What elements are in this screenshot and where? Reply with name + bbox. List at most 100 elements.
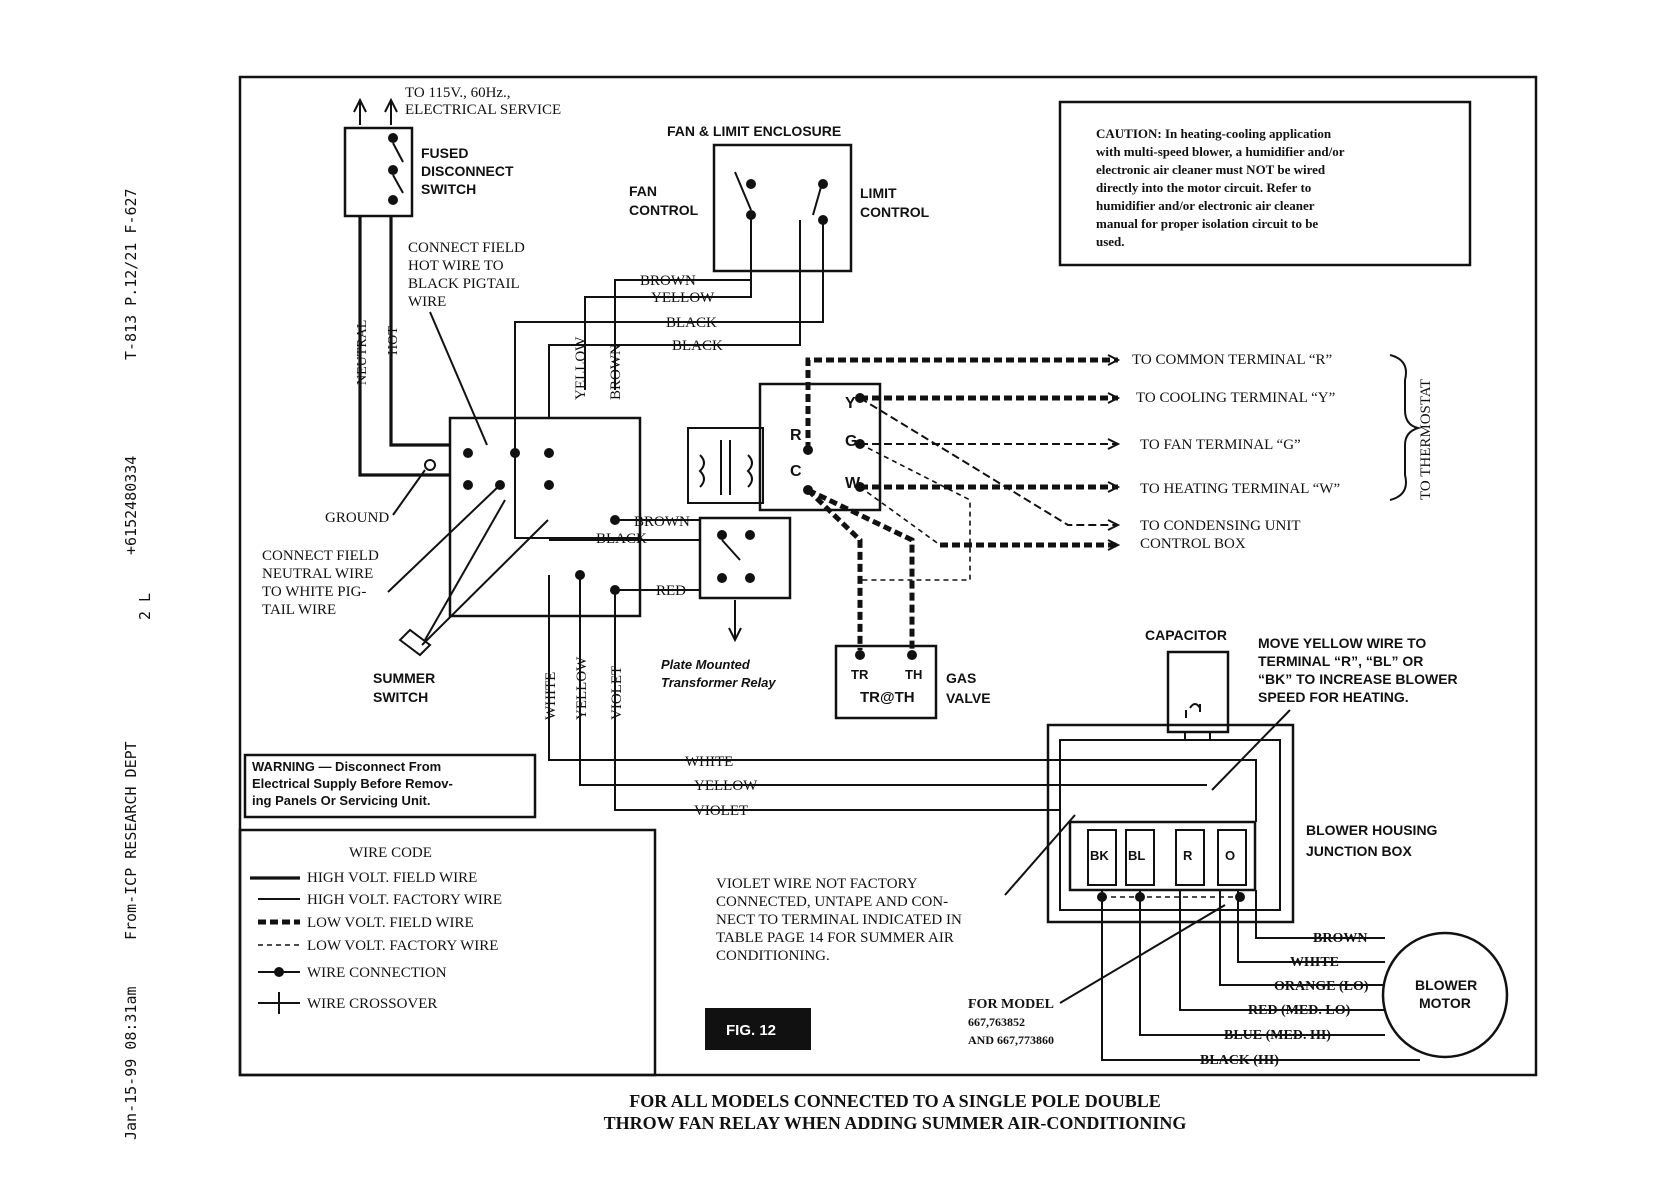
violet-note-line: TABLE PAGE 14 FOR SUMMER AIR <box>716 930 954 946</box>
wire-code-item: WIRE CONNECTION <box>307 965 447 981</box>
fax-mark: 2 L <box>136 593 154 620</box>
motor-lead-label: BROWN <box>1313 931 1367 946</box>
fax-codes: T-813 P.12/21 F-627 <box>122 188 140 360</box>
furnace-junction-box: SUMMER SWITCH <box>373 416 642 705</box>
neutral-label: NEUTRAL <box>355 320 370 385</box>
wire-label-brown: BROWN <box>640 273 696 289</box>
violet-note-line: CONDITIONING. <box>716 948 830 964</box>
wire-label-yellow: YELLOW <box>651 290 715 306</box>
fan-limit-enclosure: FAN & LIMIT ENCLOSURE FAN CONTROL LIMIT … <box>629 123 930 273</box>
wire-label-brown: BROWN <box>634 514 690 530</box>
wire-label-white: WHITE <box>685 754 733 770</box>
gas-valve-label: VALVE <box>946 690 991 706</box>
junction-terminal: R <box>1183 848 1193 863</box>
wire-label-white-vertical: WHITE <box>543 672 559 720</box>
violet-note: VIOLET WIRE NOT FACTORY CONNECTED, UNTAP… <box>716 814 1076 964</box>
limit-control-label: LIMIT <box>860 185 897 201</box>
summer-switch[interactable] <box>398 499 549 657</box>
capacitor-label: CAPACITOR <box>1145 627 1227 643</box>
junction-box-label: BLOWER HOUSING <box>1306 822 1438 838</box>
warning-box: WARNING — Disconnect From Electrical Sup… <box>243 753 537 819</box>
motor-lead-label: WHITE <box>1290 955 1339 970</box>
fax-date-time: Jan-15-99 08:31am <box>122 986 140 1140</box>
model-note: AND 667,773860 <box>968 1033 1054 1047</box>
fax-phone: +6152480334 <box>122 456 140 555</box>
connect-hot-note: CONNECT FIELD <box>408 240 525 256</box>
blower-feed-wires: WHITE YELLOW VIOLET WHITE YELLOW VIOLET <box>543 575 1257 822</box>
caution-line: CAUTION: In heating-cooling application <box>1096 126 1332 141</box>
move-yellow-note: TERMINAL “R”, “BL” OR <box>1258 653 1423 669</box>
transformer-terminal: C <box>790 463 802 480</box>
caution-line: electronic air cleaner must NOT be wired <box>1096 162 1326 177</box>
caution-line: humidifier and/or electronic air cleaner <box>1096 198 1315 213</box>
caution-line: directly into the motor circuit. Refer t… <box>1096 180 1311 195</box>
junction-terminal: BK <box>1090 848 1109 863</box>
connect-neutral-note: TAIL WIRE <box>262 602 336 618</box>
blower-motor <box>1381 931 1509 1059</box>
motor-lead-label: RED (MED. LO) <box>1248 1003 1351 1018</box>
violet-note-line: CONNECTED, UNTAPE AND CON- <box>716 894 948 910</box>
hot-label: HOT <box>386 326 401 355</box>
wire-label-black: BLACK <box>666 315 717 331</box>
blower-assembly: CAPACITOR MOVE YELLOW WIRE TO TERMINAL “… <box>968 627 1509 1068</box>
wire-code-item: HIGH VOLT. FACTORY WIRE <box>307 892 502 908</box>
capacitor <box>1166 650 1230 734</box>
connect-hot-note: WIRE <box>408 294 446 310</box>
thermostat-fan-label: TO FAN TERMINAL “G” <box>1140 437 1301 453</box>
service-label: ELECTRICAL SERVICE <box>405 102 561 118</box>
service-label: TO 115V., 60Hz., <box>405 85 511 101</box>
caution-line: with multi-speed blower, a humidifier an… <box>1096 144 1345 159</box>
move-yellow-note: “BK” TO INCREASE BLOWER <box>1258 671 1458 687</box>
junction-box-label: JUNCTION BOX <box>1306 843 1412 859</box>
thermostat-cooling-label: TO COOLING TERMINAL “Y” <box>1136 390 1335 406</box>
caution-line: used. <box>1096 234 1125 249</box>
ground-label: GROUND <box>325 510 389 526</box>
wire-code-item: LOW VOLT. FACTORY WIRE <box>307 938 498 954</box>
gas-valve-terminal: TH <box>905 667 922 682</box>
power-supply: TO 115V., 60Hz., ELECTRICAL SERVICE FUSE… <box>262 85 561 618</box>
relay-caption: Plate Mounted <box>661 657 751 672</box>
gas-valve-label: GAS <box>946 670 976 686</box>
wire-label-yellow: YELLOW <box>694 778 758 794</box>
fan-limit-title: FAN & LIMIT ENCLOSURE <box>667 123 841 139</box>
caption-line-1: FOR ALL MODELS CONNECTED TO A SINGLE POL… <box>629 1091 1160 1111</box>
wire-code-title: WIRE CODE <box>349 845 432 861</box>
transformer-terminal: G <box>845 433 857 450</box>
connect-neutral-note: TO WHITE PIG- <box>262 584 366 600</box>
relay-caption: Transformer Relay <box>661 675 776 690</box>
violet-note-line: VIOLET WIRE NOT FACTORY <box>716 876 918 892</box>
wire-label-yellow-vertical: YELLOW <box>573 336 589 400</box>
gas-valve-sub: TR@TH <box>860 689 915 706</box>
wire-label-red: RED <box>656 583 686 599</box>
caution-line: manual for proper isolation circuit to b… <box>1096 216 1318 231</box>
thermostat-common-label: TO COMMON TERMINAL “R” <box>1132 352 1332 368</box>
wire-code-item: HIGH VOLT. FIELD WIRE <box>307 870 477 886</box>
junction-terminal: O <box>1225 848 1235 863</box>
connect-neutral-note: CONNECT FIELD <box>262 548 379 564</box>
warning-line: ing Panels Or Servicing Unit. <box>252 793 430 808</box>
warning-line: Electrical Supply Before Remov- <box>252 776 453 791</box>
violet-note-line: NECT TO TERMINAL INDICATED IN <box>716 912 962 928</box>
connect-hot-note: HOT WIRE TO <box>408 258 504 274</box>
wire-label-black: BLACK <box>672 338 723 354</box>
transformer: Y R G C W <box>687 382 882 512</box>
wire-label-violet-vertical: VIOLET <box>609 666 625 720</box>
figure-label: FIG. 12 <box>705 1008 811 1050</box>
gas-valve: TR TH TR@TH GAS VALVE <box>806 487 991 720</box>
warning-line: WARNING — Disconnect From <box>252 759 441 774</box>
move-yellow-note: MOVE YELLOW WIRE TO <box>1258 635 1426 651</box>
condensing-unit-label: TO CONDENSING UNIT <box>1140 518 1301 534</box>
wire-label-brown-vertical: BROWN <box>608 344 624 400</box>
diagram-frame <box>238 75 1538 1077</box>
limit-control-label: CONTROL <box>860 204 930 220</box>
caution-box: CAUTION: In heating-cooling application … <box>1058 100 1472 267</box>
switch-label: DISCONNECT <box>421 163 514 179</box>
control-wires: BROWN YELLOW BLACK BLACK YELLOW BROWN BR… <box>514 215 824 599</box>
switch-label: FUSED <box>421 145 468 161</box>
to-thermostat-label: TO THERMOSTAT <box>1418 379 1434 500</box>
thermostat-heating-label: TO HEATING TERMINAL “W” <box>1140 481 1340 497</box>
connect-hot-note: BLACK PIGTAIL <box>408 276 520 292</box>
thermostat-wiring: TO COMMON TERMINAL “R” TO COOLING TERMIN… <box>805 352 1434 581</box>
